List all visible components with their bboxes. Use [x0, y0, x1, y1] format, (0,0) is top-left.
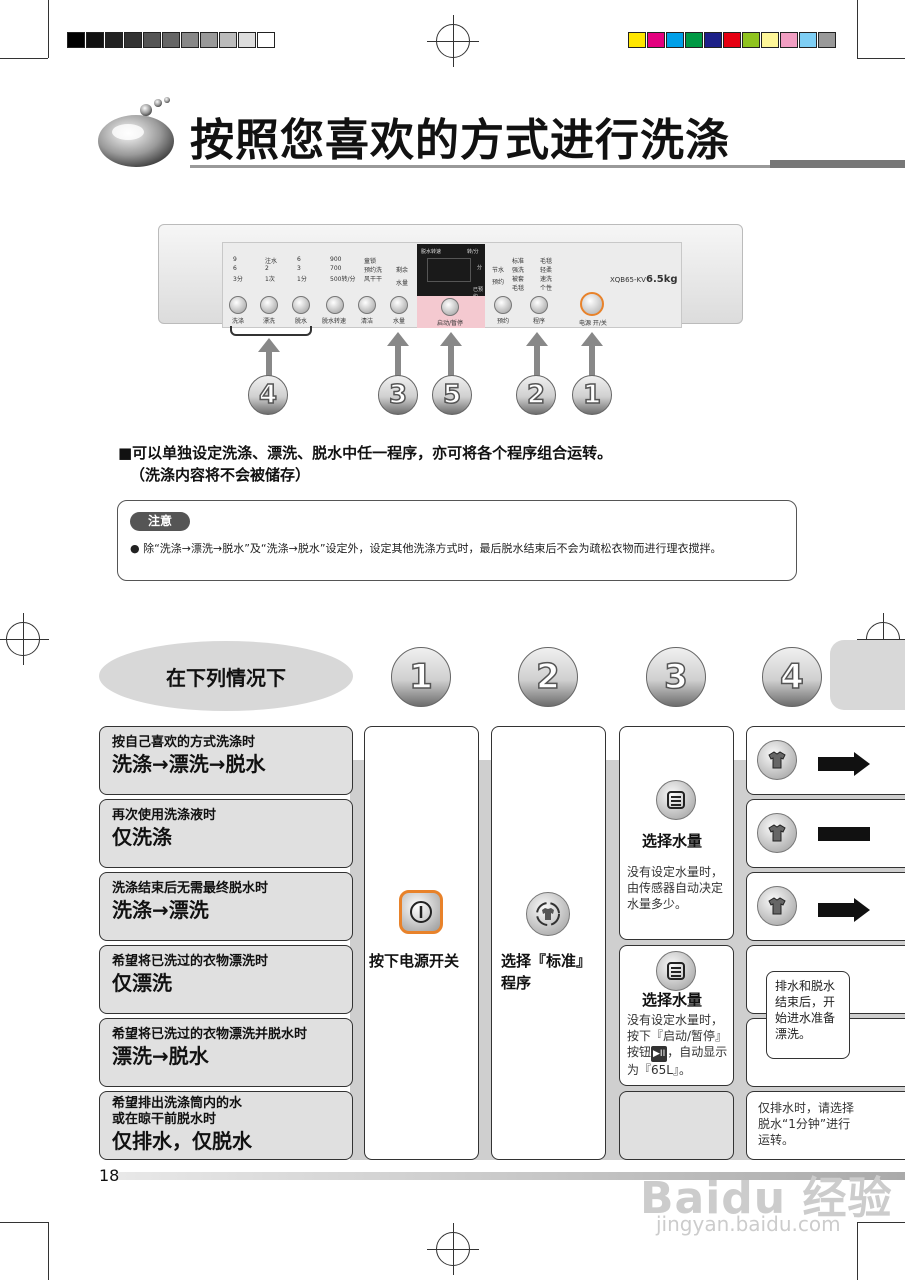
water-level-icon: [656, 951, 696, 991]
column-badge-3: 3: [646, 647, 706, 707]
arrow-up-icon: [526, 332, 548, 384]
line-bar: [818, 827, 870, 841]
step3b-title: 选择水量: [642, 991, 703, 1009]
intro-text: ■可以单独设定洗涤、漂洗、脱水中任一程序，亦可将各个程序组合运转。 （洗涤内容将…: [118, 444, 613, 484]
arrow-up-icon: [581, 332, 603, 384]
arrow-right-icon: [818, 752, 870, 776]
step3-card-a: [619, 726, 734, 940]
rinse-button[interactable]: [260, 296, 278, 314]
spin-button[interactable]: [292, 296, 310, 314]
table-row: 希望排出洗涤筒内的水 或在晾干前脱水时 仅排水，仅脱水: [99, 1091, 353, 1160]
drain-text: 仅排水时，请选择脱水“1分钟”进行运转。: [758, 1101, 855, 1147]
lcd-display: 脱水转速 转/分 分 已预约: [417, 244, 485, 300]
rinse-callout: 排水和脱水结束后，开始进水准备漂洗。: [766, 971, 850, 1059]
watermark-url: jingyan.baidu.com: [656, 1212, 841, 1236]
step3b-text: 没有设定水量时，按下『启动/暂停』按钮▶II，自动显示为『65L』。: [627, 1013, 728, 1077]
column-badge-2: 2: [518, 647, 578, 707]
clean-button[interactable]: [358, 296, 376, 314]
arrow-up-icon: [440, 332, 462, 384]
step-badge: 1: [572, 375, 612, 415]
step3a-text: 没有设定水量时，由传感器自动决定水量多少。: [627, 865, 724, 911]
table-row: 按自己喜欢的方式洗涤时 洗涤→漂洗→脱水: [99, 726, 353, 795]
step-badge: 3: [378, 375, 418, 415]
program-button[interactable]: [530, 296, 548, 314]
note-box: [117, 500, 797, 581]
wash-icon: [757, 886, 797, 926]
table-row: 洗涤结束后无需最终脱水时 洗涤→漂洗: [99, 872, 353, 941]
capacity-label: 6.5kg: [646, 274, 678, 285]
power-icon: [399, 890, 443, 934]
spin-speed-button[interactable]: [326, 296, 344, 314]
step3a-title: 选择水量: [642, 832, 703, 850]
wash-icon: [757, 813, 797, 853]
header-tab: [830, 640, 905, 710]
step1-card: [364, 726, 479, 1160]
bubble-logo-icon: [96, 96, 186, 171]
page-title: 按照您喜欢的方式进行洗涤: [190, 115, 730, 166]
play-pause-icon: ▶II: [651, 1046, 668, 1062]
step-badge: 2: [516, 375, 556, 415]
water-level-button[interactable]: [390, 296, 408, 314]
step1-text: 按下电源开关: [369, 952, 460, 970]
start-pause-button[interactable]: [441, 298, 459, 316]
title-underline: [190, 165, 905, 168]
power-button[interactable]: [580, 292, 604, 316]
note-tag: 注意: [130, 512, 190, 531]
program-icon: [526, 892, 570, 936]
timer-button[interactable]: [494, 296, 512, 314]
column-badge-4: 4: [762, 647, 822, 707]
note-text: ● 除“洗涤→漂洗→脱水”及“洗涤→脱水”设定外，设定其他洗涤方式时，最后脱水结…: [130, 542, 722, 555]
table-row: 希望将已洗过的衣物漂洗并脱水时 漂洗→脱水: [99, 1018, 353, 1087]
wash-button[interactable]: [229, 296, 247, 314]
step-badge: 4: [248, 375, 288, 415]
wash-icon: [757, 740, 797, 780]
arrow-up-icon: [387, 332, 409, 384]
watermark-logo: Baidu 经验: [640, 1173, 893, 1224]
step4-card-6: [746, 1091, 905, 1160]
step3-card-b: [619, 945, 734, 1086]
group-bracket: [230, 326, 312, 336]
step-badge: 5: [432, 375, 472, 415]
title-accent-bar: [770, 160, 905, 168]
footer-bar: [118, 1172, 905, 1180]
table-row: 再次使用洗涤液时 仅洗涤: [99, 799, 353, 868]
step3-card-c: [619, 1091, 734, 1160]
page-number: 18: [99, 1166, 120, 1185]
table-header: 在下列情况下: [99, 641, 353, 711]
step2-text: 选择『标准』程序: [501, 952, 592, 992]
column-badge-1: 1: [391, 647, 451, 707]
arrow-up-icon: [258, 338, 280, 384]
water-level-icon: [656, 780, 696, 820]
step2-card: [491, 726, 606, 1160]
arrow-right-icon: [818, 898, 870, 922]
table-row: 希望将已洗过的衣物漂洗时 仅漂洗: [99, 945, 353, 1014]
model-number: XQB65-KV: [610, 276, 646, 284]
